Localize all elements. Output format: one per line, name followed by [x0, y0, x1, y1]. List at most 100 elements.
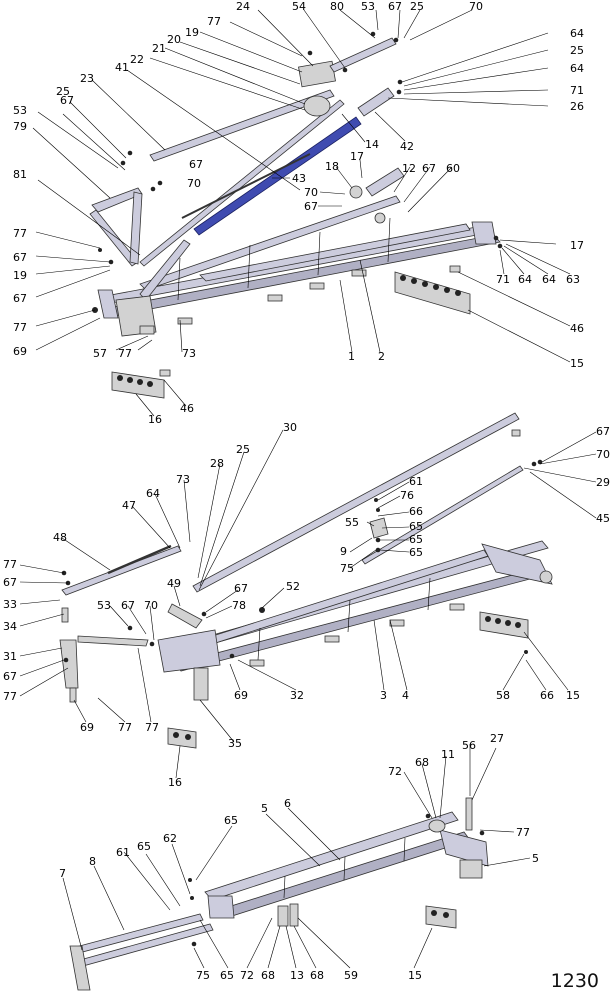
frame-tab — [267, 294, 283, 302]
callout: 25 — [570, 44, 584, 57]
callout: 53 — [13, 104, 27, 117]
callout: 21 — [152, 42, 166, 55]
callout: 24 — [236, 0, 250, 13]
end-tab-7 — [69, 945, 91, 991]
leader-lines — [19, 9, 597, 969]
shim-46 — [159, 369, 171, 377]
callout: 52 — [286, 580, 300, 593]
callout: 28 — [210, 457, 224, 470]
callout: 67 — [388, 0, 402, 13]
frame-tab — [177, 317, 193, 325]
callout: 8 — [89, 855, 96, 868]
callout: 67 — [304, 200, 318, 213]
callout: 46 — [570, 322, 584, 335]
callout: 67 — [60, 94, 74, 107]
frame-tab — [351, 269, 367, 277]
lift-a-frame — [89, 187, 143, 267]
callout: 67 — [596, 425, 610, 438]
callout: 19 — [185, 26, 199, 39]
callout: 77 — [13, 321, 27, 334]
callout: 22 — [130, 53, 144, 66]
callout: 20 — [167, 33, 181, 46]
callout: 31 — [3, 650, 17, 663]
callout: 70 — [187, 177, 201, 190]
pivot-bushing — [374, 212, 386, 224]
callout: 25 — [56, 85, 70, 98]
frame-diagonal — [199, 223, 471, 282]
wear-plate-15 — [425, 905, 457, 929]
callout: 67 — [121, 599, 135, 612]
callout: 7 — [59, 867, 66, 880]
callout: 5 — [261, 802, 268, 815]
callout: 71 — [496, 273, 510, 286]
callout: 15 — [566, 689, 580, 702]
callout: 73 — [182, 347, 196, 360]
callout: 15 — [570, 357, 584, 370]
callout: 66 — [540, 689, 554, 702]
pin-77 — [69, 687, 77, 703]
callout: 67 — [13, 292, 27, 305]
callout: 6 — [284, 797, 291, 810]
upper-arm — [329, 37, 397, 73]
frame-end-right — [481, 543, 553, 585]
frame-end-left — [97, 289, 119, 319]
page-number: 1230 — [550, 970, 599, 992]
frame-end-right — [471, 221, 497, 245]
callout: 33 — [3, 598, 17, 611]
callout: 56 — [462, 739, 476, 752]
callout: 58 — [496, 689, 510, 702]
rod-29 — [361, 465, 524, 565]
callout: 65 — [224, 814, 238, 827]
frame-crossbars — [283, 837, 406, 899]
frame-crossbars — [249, 577, 465, 667]
callout: 49 — [167, 577, 181, 590]
spring-rod-48 — [61, 545, 182, 596]
strut-housing — [298, 60, 336, 88]
callout: 64 — [146, 487, 160, 500]
callout: 77 — [13, 227, 27, 240]
section-1-assembly — [89, 31, 503, 399]
callout: 65 — [409, 533, 423, 546]
callout: 64 — [570, 62, 584, 75]
callout: 75 — [196, 969, 210, 982]
callout: 69 — [80, 721, 94, 734]
section-3-assembly — [69, 797, 489, 991]
callout: 29 — [596, 476, 610, 489]
callout: 77 — [118, 721, 132, 734]
callout: 70 — [304, 186, 318, 199]
callout: 68 — [310, 969, 324, 982]
callout: 68 — [415, 756, 429, 769]
callout: 9 — [340, 545, 347, 558]
callout: 63 — [566, 273, 580, 286]
callout: 70 — [144, 599, 158, 612]
callout: 25 — [236, 443, 250, 456]
callout: 43 — [292, 172, 306, 185]
callout: 64 — [570, 27, 584, 40]
callout: 70 — [469, 0, 483, 13]
bracket-foot — [139, 325, 155, 335]
callout: 46 — [180, 402, 194, 415]
callout: 67 — [189, 158, 203, 171]
pivot-bushing — [349, 185, 363, 199]
callout: 17 — [570, 239, 584, 252]
callout: 42 — [400, 140, 414, 153]
clamp-9 — [369, 517, 389, 539]
callout: 69 — [234, 689, 248, 702]
callout: 27 — [490, 732, 504, 745]
callout: 67 — [3, 576, 17, 589]
callout: 68 — [261, 969, 275, 982]
callout: 72 — [240, 969, 254, 982]
callout: 18 — [325, 160, 339, 173]
frame-rail-inner — [139, 195, 401, 291]
tension-spring-47 — [107, 544, 172, 575]
callout: 14 — [365, 138, 379, 151]
callout: 64 — [542, 273, 556, 286]
hardware-dots — [92, 31, 503, 313]
callout: 23 — [80, 72, 94, 85]
block-13 — [277, 905, 289, 927]
callout: 53 — [361, 0, 375, 13]
shim-46 — [449, 265, 461, 273]
callout: 64 — [518, 273, 532, 286]
callout: 41 — [115, 61, 129, 74]
callout: 77 — [118, 347, 132, 360]
